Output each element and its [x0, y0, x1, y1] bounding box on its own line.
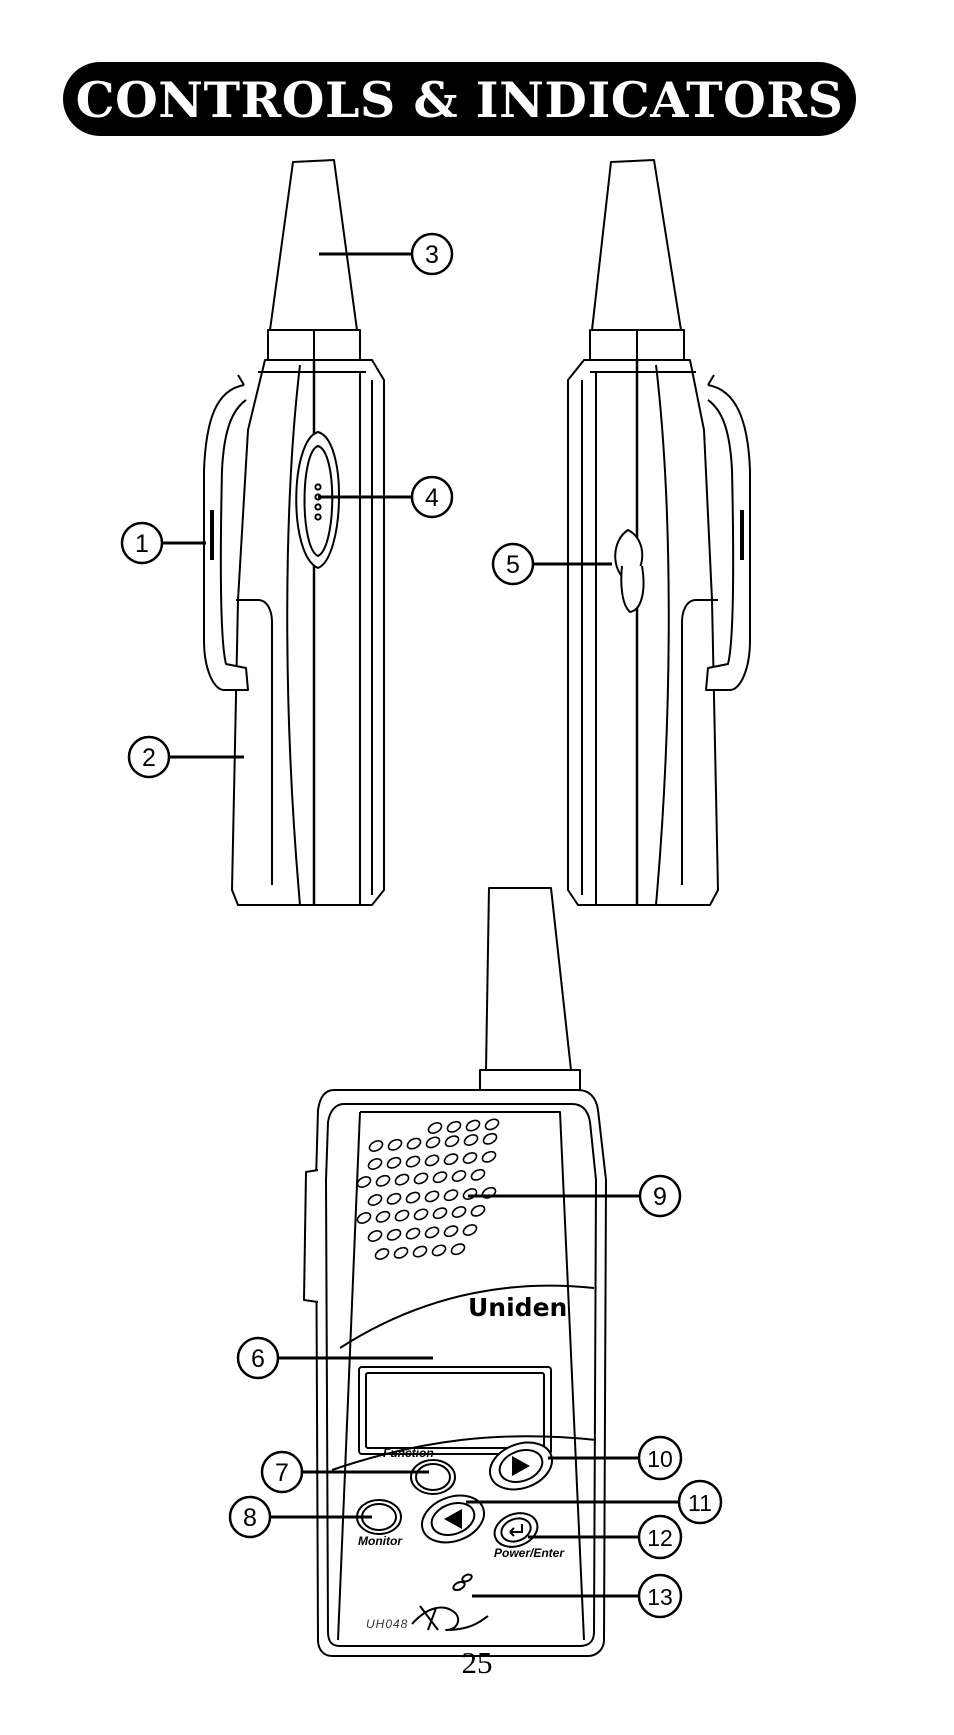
function-label: Function: [383, 1446, 434, 1460]
speaker-grille: [356, 1118, 500, 1260]
grille-hole: [387, 1138, 403, 1151]
grille-hole: [367, 1230, 383, 1242]
page-title: CONTROLS & INDICATORS: [75, 71, 844, 129]
grille-hole: [386, 1156, 402, 1169]
grille-hole: [405, 1155, 421, 1168]
svg-text:7: 7: [275, 1459, 289, 1487]
grille-hole: [356, 1176, 372, 1188]
model-label: UH048: [366, 1617, 408, 1631]
grille-hole: [425, 1136, 441, 1149]
grille-hole: [394, 1173, 410, 1186]
grille-hole: [375, 1174, 391, 1187]
svg-text:5: 5: [506, 551, 520, 579]
grille-hole: [484, 1118, 500, 1131]
page-number: 25: [461, 1645, 493, 1680]
callouts: 1 2 3 4 5 6 7 8 9 10 11 12 13: [120, 232, 723, 1619]
grille-hole: [451, 1170, 467, 1182]
grille-hole: [405, 1227, 421, 1240]
grille-hole: [367, 1194, 383, 1206]
grille-hole: [450, 1243, 466, 1256]
grille-hole: [443, 1225, 459, 1238]
grille-hole: [451, 1206, 467, 1218]
grille-hole: [446, 1120, 462, 1133]
grille-hole: [462, 1152, 478, 1164]
radio-front-view: [303, 887, 607, 1657]
callout-1: 1: [120, 521, 164, 565]
grille-hole: [375, 1210, 391, 1223]
radio-left-side-view: [203, 159, 385, 906]
svg-text:8: 8: [243, 1504, 257, 1532]
right-arrow-icon: [512, 1456, 530, 1476]
callout-10: 10: [637, 1435, 683, 1481]
callout-8: 8: [228, 1495, 272, 1539]
grille-hole: [367, 1158, 383, 1170]
svg-text:10: 10: [647, 1446, 673, 1472]
brand-logo: Uniden: [468, 1293, 567, 1322]
grille-hole: [413, 1208, 429, 1221]
svg-text:3: 3: [425, 241, 439, 269]
callout-2: 2: [127, 735, 171, 779]
grille-hole: [432, 1207, 448, 1220]
grille-hole: [443, 1189, 459, 1202]
enter-icon: [509, 1524, 523, 1537]
svg-text:11: 11: [688, 1490, 712, 1516]
svg-text:12: 12: [647, 1525, 673, 1551]
grille-hole: [394, 1209, 410, 1222]
svg-text:6: 6: [251, 1345, 265, 1373]
grille-hole: [465, 1119, 481, 1132]
grille-hole: [368, 1140, 384, 1152]
callout-7: 7: [260, 1450, 304, 1494]
grille-hole: [424, 1226, 440, 1239]
grille-hole: [431, 1244, 447, 1257]
svg-text:4: 4: [425, 484, 439, 512]
power-enter-label: Power/Enter: [494, 1546, 565, 1560]
callout-3: 3: [410, 232, 454, 276]
grille-hole: [405, 1191, 421, 1204]
callout-12: 12: [637, 1514, 683, 1560]
grille-hole: [424, 1154, 440, 1167]
grille-hole: [481, 1150, 497, 1163]
grille-hole: [424, 1190, 440, 1203]
callout-5: 5: [491, 542, 535, 586]
callout-4: 4: [410, 475, 454, 519]
svg-text:1: 1: [135, 530, 149, 558]
grille-hole: [470, 1204, 486, 1217]
grille-hole: [444, 1135, 460, 1148]
monitor-label: Monitor: [358, 1534, 403, 1548]
grille-hole: [443, 1153, 459, 1166]
grille-hole: [463, 1134, 479, 1146]
grille-hole: [406, 1137, 422, 1150]
left-arrow-icon: [444, 1509, 462, 1529]
callout-11: 11: [677, 1479, 723, 1525]
grille-hole: [374, 1248, 390, 1260]
radio-right-side-view: [567, 159, 751, 906]
callout-6: 6: [236, 1336, 280, 1380]
grille-hole: [393, 1246, 409, 1259]
callout-9: 9: [638, 1174, 682, 1218]
grille-hole: [386, 1228, 402, 1241]
grille-hole: [470, 1168, 486, 1181]
grille-hole: [482, 1132, 498, 1145]
title-banner: CONTROLS & INDICATORS: [63, 62, 856, 136]
grille-hole: [462, 1188, 478, 1200]
grille-hole: [412, 1245, 428, 1258]
svg-text:13: 13: [647, 1584, 673, 1610]
grille-hole: [462, 1224, 478, 1236]
callout-13: 13: [637, 1573, 683, 1619]
grille-hole: [432, 1171, 448, 1184]
svg-text:9: 9: [653, 1183, 667, 1211]
grille-hole: [427, 1122, 443, 1134]
grille-hole: [413, 1172, 429, 1185]
svg-text:2: 2: [142, 744, 156, 772]
grille-hole: [356, 1212, 372, 1224]
grille-hole: [386, 1192, 402, 1205]
